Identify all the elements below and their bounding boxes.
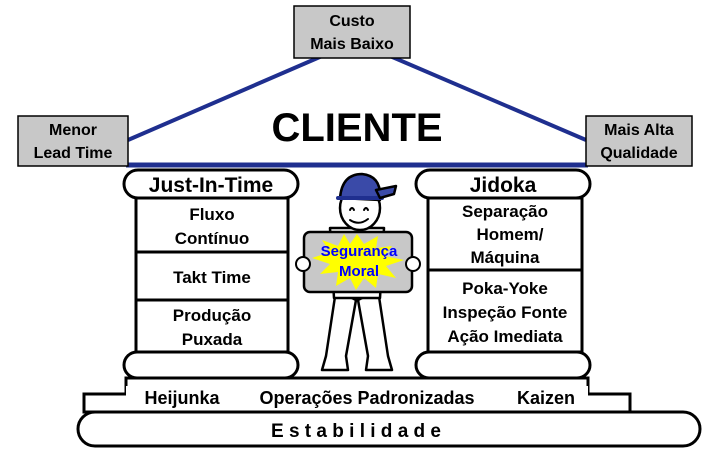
stability-label: E s t a b i l i d a d e	[271, 421, 441, 442]
sign-line-1: Segurança	[321, 243, 398, 260]
pillar-right-title: Jidoka	[470, 174, 537, 197]
jit-item-2-line-1: Takt Time	[173, 268, 251, 287]
stability-base	[76, 410, 702, 448]
jit-item-1-line-1: Fluxo	[189, 205, 234, 224]
jit-item-3-line-1: Produção	[173, 306, 251, 325]
roof-title: CLIENTE	[271, 106, 442, 150]
quality-line-2: Qualidade	[600, 145, 677, 162]
pillar-left-title: Just-In-Time	[149, 174, 273, 197]
lowest-cost-line-1: Custo	[329, 13, 375, 30]
pillar-jidoka: Jidoka Separação Homem/ Máquina Poka-Yok…	[414, 168, 592, 380]
jit-item-pull-production	[134, 298, 290, 354]
jidoka-item-separation	[426, 196, 584, 272]
foundation: Heijunka Operações Padronizadas Kaizen E…	[76, 376, 702, 448]
lead-time-line-2: Lead Time	[34, 145, 113, 162]
jidoka-item-poka-yoke	[426, 268, 584, 354]
quality-line-1: Mais Alta	[604, 122, 674, 139]
jit-item-1-line-2: Contínuo	[175, 229, 250, 248]
roof: CLIENTE	[126, 48, 588, 168]
safety-morale-sign: Segurança Moral	[295, 230, 421, 294]
foundation-kaizen: Kaizen	[517, 388, 575, 408]
foundation-standardized-work: Operações Padronizadas	[259, 388, 474, 408]
jidoka-item-2-line-1: Poka-Yoke	[462, 279, 548, 298]
shortest-lead-time-box: Menor Lead Time	[17, 115, 129, 167]
jidoka-item-1-line-2: Homem/	[476, 225, 543, 244]
jit-item-takt-time	[134, 250, 290, 302]
sign-line-2: Moral	[339, 263, 379, 280]
highest-quality-box: Mais Alta Qualidade	[585, 115, 693, 167]
foundation-bar	[126, 386, 588, 410]
starburst-icon	[312, 234, 404, 290]
jidoka-item-1-line-3: Máquina	[471, 248, 540, 267]
jidoka-item-2-line-3: Ação Imediata	[447, 327, 563, 346]
foundation-heijunka: Heijunka	[144, 388, 220, 408]
lead-time-line-1: Menor	[49, 122, 97, 139]
jidoka-item-2-line-2: Inspeção Fonte	[443, 303, 568, 322]
pillar-just-in-time: Just-In-Time Fluxo Contínuo Takt Time Pr…	[122, 168, 300, 380]
lowest-cost-box: Custo Mais Baixo	[293, 5, 411, 59]
jit-item-3-line-2: Puxada	[182, 330, 243, 349]
jidoka-item-1-line-1: Separação	[462, 202, 548, 221]
lowest-cost-line-2: Mais Baixo	[310, 36, 394, 53]
